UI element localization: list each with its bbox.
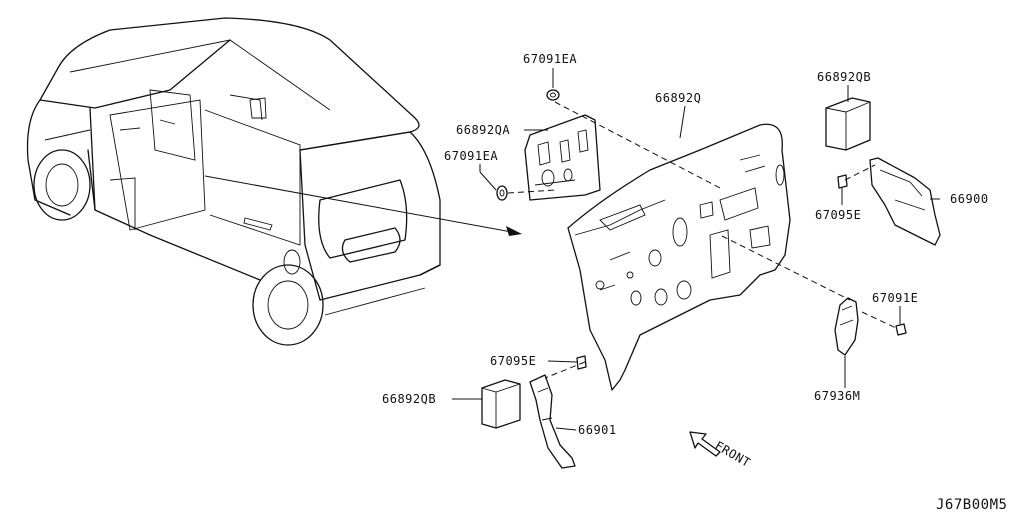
label-66892Q: 66892Q <box>655 91 701 105</box>
fastener-67091EA-mid <box>496 185 508 201</box>
panel-66892QA <box>524 114 601 201</box>
label-66901: 66901 <box>578 423 617 437</box>
panel-66892Q <box>567 123 791 391</box>
front-arrow-icon <box>689 431 721 457</box>
label-67091E: 67091E <box>872 291 918 305</box>
pad-67936M <box>834 297 859 356</box>
label-66892QB-bottom: 66892QB <box>382 392 436 406</box>
label-66892QA: 66892QA <box>456 123 510 137</box>
label-66900: 66900 <box>950 192 989 206</box>
trim-66900 <box>869 157 941 246</box>
label-67095E-right: 67095E <box>815 208 861 222</box>
block-66892QB-top <box>825 97 871 151</box>
fastener-67091EA-top <box>546 89 560 101</box>
clip-67095E-left <box>576 355 587 370</box>
diagram-code: J67B00M5 <box>936 497 1007 512</box>
label-67095E-left: 67095E <box>490 354 536 368</box>
clip-67095E-right <box>837 174 848 189</box>
label-67091EA-top: 67091EA <box>523 52 577 66</box>
fastener-67091E <box>895 323 907 336</box>
label-67936M: 67936M <box>814 389 860 403</box>
label-67091EA-mid: 67091EA <box>444 149 498 163</box>
leader-lines <box>452 68 940 431</box>
vehicle-outline <box>26 17 522 346</box>
dashed-alignment-lines <box>507 101 897 379</box>
block-66892QB-bottom <box>481 379 521 429</box>
trim-66901 <box>529 374 576 469</box>
label-66892QB-top: 66892QB <box>817 70 871 84</box>
